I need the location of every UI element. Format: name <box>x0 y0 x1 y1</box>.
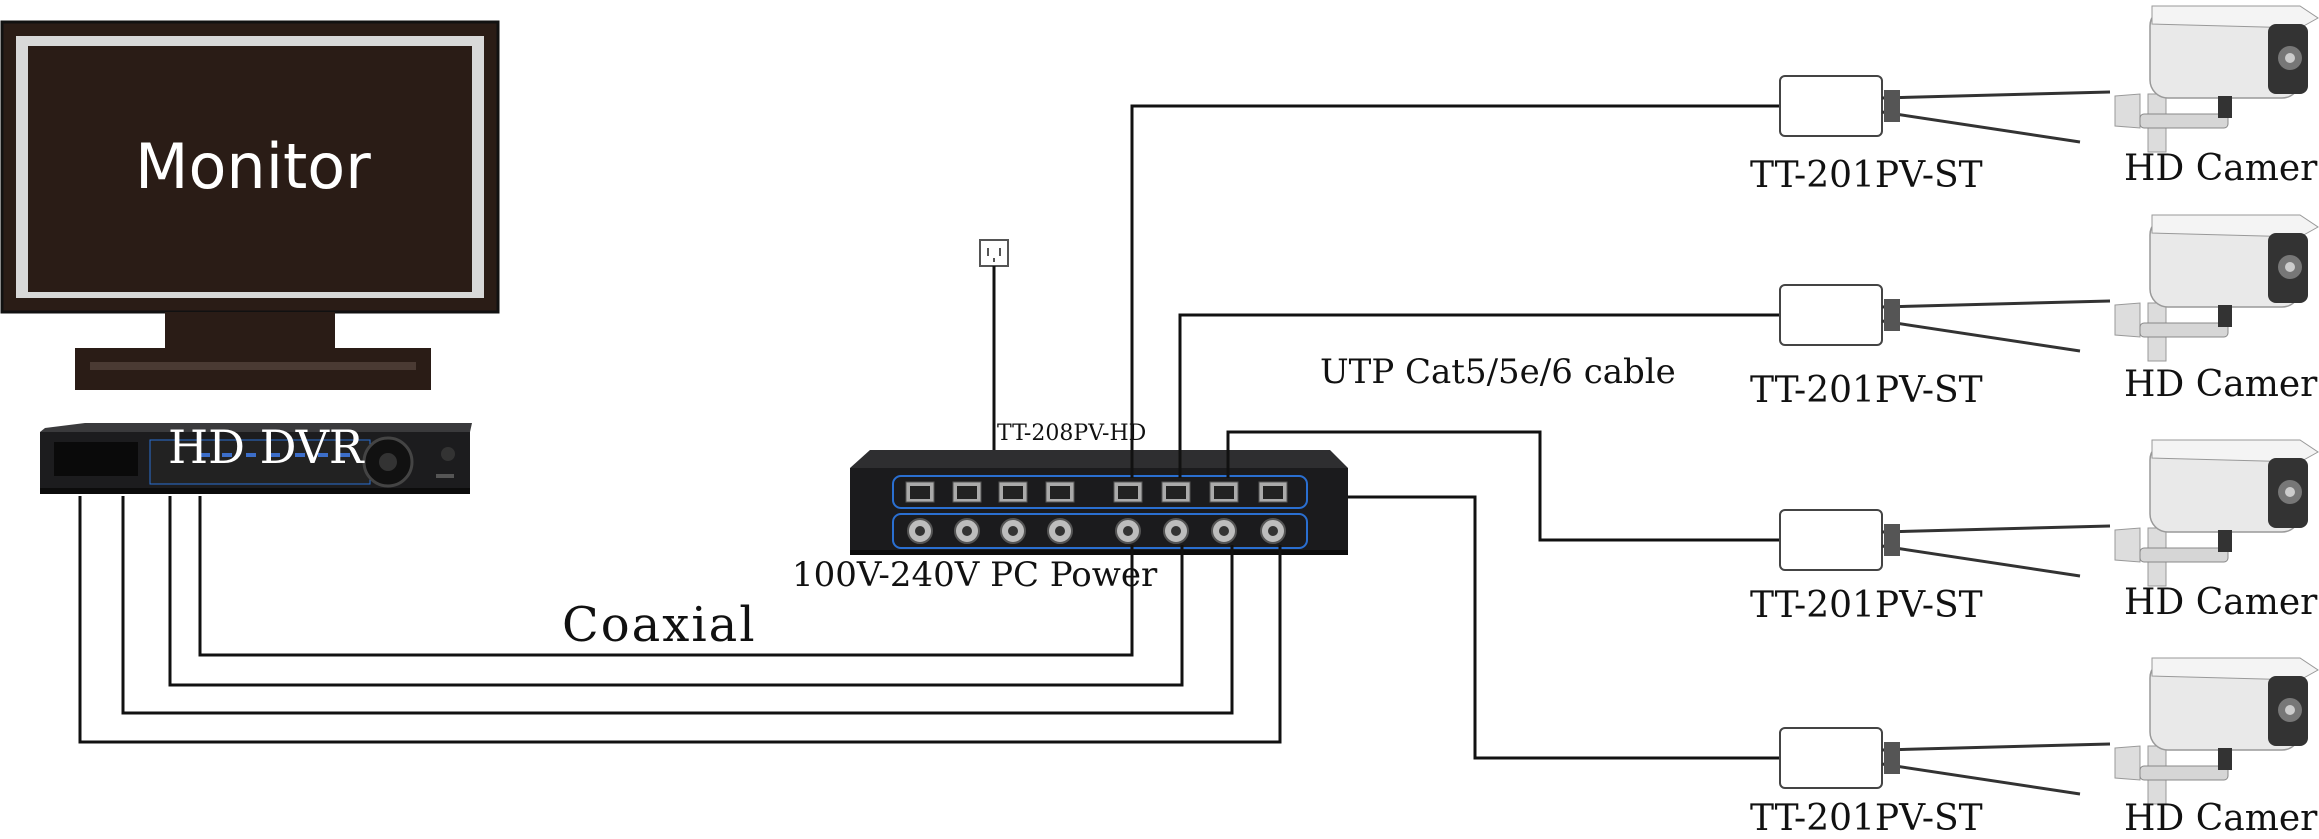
coax-cable-2 <box>168 496 1184 687</box>
hd-camera-icon <box>2114 5 2319 153</box>
bnc-port-icon <box>1115 518 1141 544</box>
hd-camera-icon <box>2114 214 2319 362</box>
rj45-port-icon <box>998 481 1028 503</box>
bnc-port-icon <box>1000 518 1026 544</box>
rj45-port-icon <box>1045 481 1075 503</box>
balun-label-3: TT-201PV-ST <box>1750 585 1983 626</box>
rj45-port-icon <box>952 481 982 503</box>
bnc-port-icon <box>1260 518 1286 544</box>
camera-label-4: HD Camere <box>2124 798 2319 839</box>
utp-cable-2 <box>1178 313 1783 478</box>
balun-label-4: TT-201PV-ST <box>1750 798 1983 839</box>
hd-camera-icon <box>2114 439 2319 587</box>
camera-lead-cable <box>1881 524 2111 578</box>
monitor-icon <box>0 20 500 390</box>
dvr-icon <box>40 423 472 494</box>
coax-cable-1 <box>198 496 1134 657</box>
utp-cable-label: UTP Cat5/5e/6 cable <box>1320 352 1676 392</box>
power-outlet-icon <box>979 239 1009 267</box>
hd-camera-icon <box>2114 657 2319 805</box>
camera-label-1: HD Camere <box>2124 148 2319 189</box>
camera-lead-cable <box>1881 299 2111 353</box>
balun-icon <box>1779 75 1883 137</box>
rj45-port-icon <box>1161 481 1191 503</box>
monitor-label: Monitor <box>135 130 371 203</box>
camera-label-3: HD Camere <box>2124 582 2319 623</box>
utp-cable-1 <box>1130 104 1783 478</box>
bnc-port-icon <box>907 518 933 544</box>
rj45-port-icon <box>1113 481 1143 503</box>
utp-cable-3 <box>1226 430 1783 542</box>
balun-icon <box>1779 509 1883 571</box>
rj45-port-icon <box>905 481 935 503</box>
camera-label-2: HD Camere <box>2124 364 2319 405</box>
coaxial-label: Coaxial <box>562 597 757 653</box>
balun-label-2: TT-201PV-ST <box>1750 370 1983 411</box>
rj45-port-icon <box>1209 481 1239 503</box>
dvr-label: HD DVR <box>168 420 364 474</box>
hub-model-label: TT-208PV-HD <box>997 421 1147 446</box>
balun-icon <box>1779 727 1883 789</box>
balun-icon <box>1779 284 1883 346</box>
camera-lead-cable <box>1881 742 2111 796</box>
utp-cable-4 <box>1348 495 1783 760</box>
coaxial-cables <box>78 496 1282 744</box>
bnc-port-icon <box>954 518 980 544</box>
balun-label-1: TT-201PV-ST <box>1750 155 1983 196</box>
bnc-port-icon <box>1211 518 1237 544</box>
utp-cables <box>1130 104 1783 760</box>
coax-cable-3 <box>121 496 1234 715</box>
power-label: 100V-240V PC Power <box>792 555 1158 595</box>
camera-lead-cable <box>1881 90 2111 144</box>
bnc-port-icon <box>1047 518 1073 544</box>
rj45-port-icon <box>1258 481 1288 503</box>
coax-cable-4 <box>78 496 1282 744</box>
bnc-port-icon <box>1163 518 1189 544</box>
